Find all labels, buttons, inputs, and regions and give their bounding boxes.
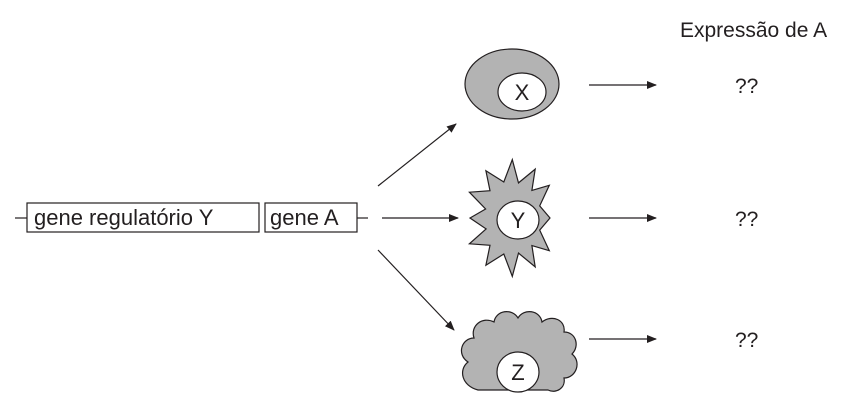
cell-x-label: X (515, 80, 530, 105)
cell-z: Z (460, 311, 578, 393)
gene-a-label: gene A (270, 205, 339, 230)
arrow-to-cell-z (377, 249, 455, 331)
arrow-to-cell-x (377, 123, 457, 187)
cell-z-nucleus (496, 351, 540, 393)
result-cell-y: ?? (735, 208, 758, 231)
result-cell-z: ?? (735, 329, 758, 352)
result-cell-x: ?? (735, 75, 758, 98)
cell-x: X (464, 48, 560, 120)
expression-header: Expressão de A (680, 19, 827, 42)
cell-y: Y (467, 157, 551, 279)
cell-y-label: Y (511, 208, 526, 233)
gene-a-box (264, 202, 358, 233)
cell-y-nucleus (496, 200, 540, 240)
regulatory-gene-box (26, 202, 260, 233)
cell-z-label: Z (511, 360, 524, 385)
regulatory-gene-label: gene regulatório Y (34, 205, 214, 230)
cell-x-nucleus (497, 72, 547, 112)
dna-construct: gene regulatório Y gene A (15, 202, 368, 233)
